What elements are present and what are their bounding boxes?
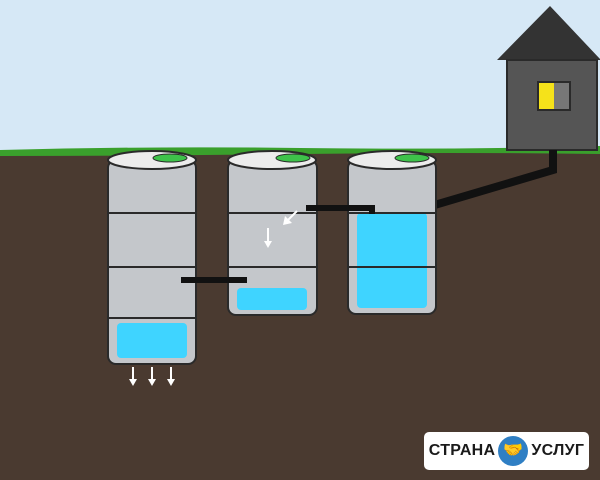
settling-tank-2 [227, 150, 318, 316]
flow-arrow-head [264, 241, 272, 248]
strana-uslug-logo: СТРАНА 🤝 УСЛУГ [424, 432, 589, 470]
hatch-icon [275, 153, 311, 163]
tank-water [237, 288, 307, 310]
house-roof [497, 6, 600, 60]
handshake-icon: 🤝 [498, 436, 529, 466]
overflow-pipe-3-to-2 [306, 205, 375, 214]
hatch-icon [394, 153, 430, 163]
logo-word-left: СТРАНА [428, 442, 496, 459]
house-outlet-pipe [409, 150, 557, 216]
house [497, 6, 600, 151]
settling-tank-1 [347, 150, 437, 315]
flow-arrow-icon [286, 210, 298, 222]
arrow-head [129, 379, 137, 386]
arrow-head [167, 379, 175, 386]
logo-word-right: УСЛУГ [531, 442, 585, 459]
drainage-arrows [129, 367, 175, 386]
tank-water [117, 323, 187, 358]
flow-arrow-head [283, 216, 292, 225]
sky [0, 0, 600, 152]
filtration-well [107, 150, 197, 386]
hatch-icon [152, 153, 188, 163]
house-window-lit [539, 83, 554, 109]
tank-water [357, 213, 427, 308]
arrow-head [148, 379, 156, 386]
